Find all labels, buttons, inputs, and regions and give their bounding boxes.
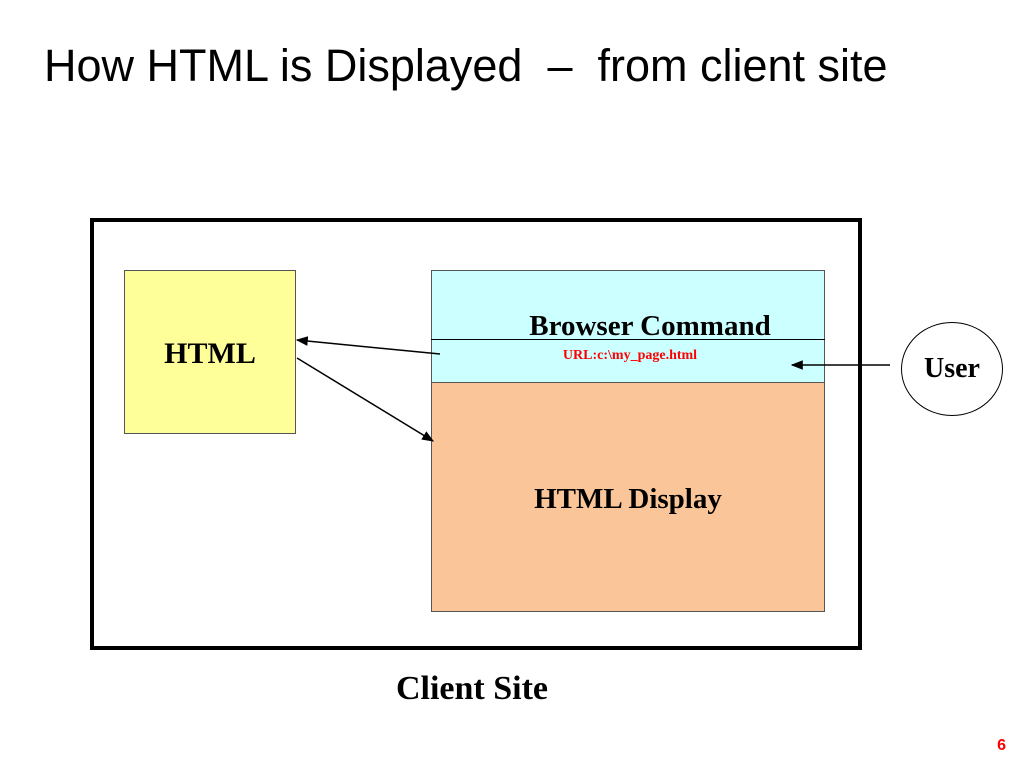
- browser-command-label: Browser Command: [529, 310, 771, 342]
- html-display-label: HTML Display: [534, 483, 722, 515]
- html-display-box: [431, 382, 825, 612]
- client-site-caption: Client Site: [395, 670, 549, 707]
- url-text: URL:c:\my_page.html: [562, 348, 698, 363]
- user-node: [901, 322, 1003, 416]
- html-file-label: HTML: [164, 337, 256, 370]
- page-number: 6: [997, 737, 1006, 754]
- browser-address-divider: [431, 339, 825, 340]
- user-label: User: [924, 353, 980, 384]
- slide-title: How HTML is Displayed – from client site: [44, 40, 888, 91]
- html-file-box: [124, 270, 296, 434]
